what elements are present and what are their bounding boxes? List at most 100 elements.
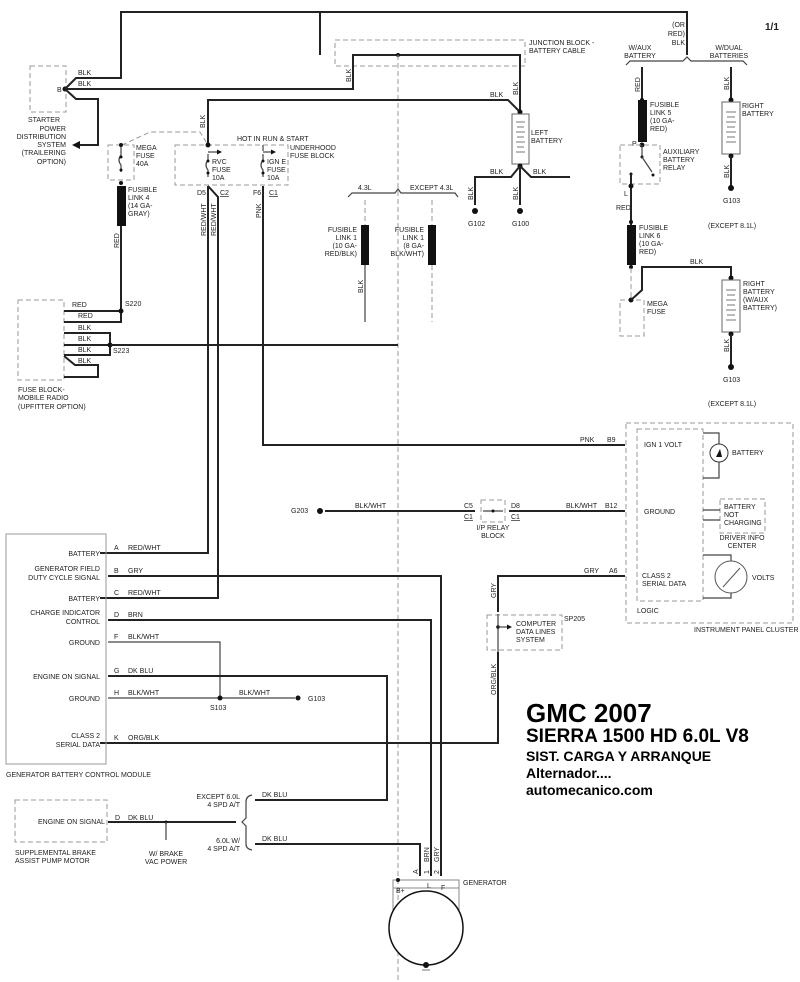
svg-text:BATTERY CABLE: BATTERY CABLE bbox=[529, 48, 586, 55]
gauge-needle bbox=[722, 567, 741, 588]
hot-in-run-label: HOT IN RUN & START bbox=[237, 136, 309, 143]
mega-fuse-40a-label: MEGA FUSE 40A bbox=[136, 145, 157, 168]
wire-label: BLK bbox=[724, 338, 731, 352]
gen-pin-1: 1 bbox=[424, 870, 431, 874]
fusible-link-5-label: FUSIBLE LINK 5 (10 GA- RED) bbox=[650, 102, 680, 133]
generator-bplus: B+ bbox=[396, 888, 405, 895]
ground-icon bbox=[728, 185, 734, 191]
terminal bbox=[119, 168, 123, 172]
starter-pin-b: B bbox=[57, 87, 62, 94]
svg-text:BATTERY: BATTERY bbox=[663, 157, 695, 164]
wire-label: RED/WHT bbox=[128, 590, 161, 597]
fusible-link-1-43 bbox=[361, 225, 369, 265]
wire-label: PNK bbox=[256, 203, 263, 218]
led-icon bbox=[716, 449, 722, 457]
wire-redwht-c bbox=[100, 185, 219, 599]
brake-pump-pin-d: D bbox=[115, 815, 120, 822]
option-bracket bbox=[625, 56, 748, 66]
wire-label: RED/WHT bbox=[211, 203, 218, 236]
wire-label: RED bbox=[114, 233, 121, 248]
terminal bbox=[728, 97, 734, 103]
mega-fuse bbox=[619, 299, 645, 337]
underhood-fuse-block-label: UNDERHOOD FUSE BLOCK bbox=[290, 145, 336, 160]
wire-label: BLK/WHT bbox=[566, 503, 598, 510]
mega-fuse-label: MEGA FUSE bbox=[647, 301, 668, 316]
wire-label: BLK bbox=[468, 186, 475, 200]
svg-text:FUSE: FUSE bbox=[267, 167, 286, 174]
svg-text:RED): RED) bbox=[668, 31, 685, 38]
battery-plates bbox=[726, 289, 736, 321]
svg-text:FUSE: FUSE bbox=[136, 153, 155, 160]
terminal bbox=[261, 171, 265, 175]
svg-text:SERIAL DATA: SERIAL DATA bbox=[642, 581, 687, 588]
svg-text:BATTERY: BATTERY bbox=[742, 111, 774, 118]
svg-text:(W/AUX: (W/AUX bbox=[743, 297, 769, 304]
svg-text:4 SPD A/T: 4 SPD A/T bbox=[207, 846, 240, 853]
ipc-logic bbox=[636, 428, 704, 602]
svg-text:(14 GA-: (14 GA- bbox=[128, 203, 153, 210]
gbcm-pin-label: GENERATOR FIELD bbox=[35, 566, 100, 573]
except-81l-label: (EXCEPT 8.1L) bbox=[708, 401, 756, 408]
ground-icon bbox=[728, 364, 734, 370]
wire-label: BLK bbox=[513, 186, 520, 200]
svg-text:FUSE BLOCK-: FUSE BLOCK- bbox=[18, 387, 65, 394]
wire-label: BLK/WHT bbox=[239, 690, 271, 697]
title-system: SIST. CARGA Y ARRANQUE bbox=[526, 748, 712, 765]
svg-text:10A: 10A bbox=[267, 175, 280, 182]
svg-text:BLK/WHT): BLK/WHT) bbox=[391, 251, 424, 258]
svg-text:FUSIBLE: FUSIBLE bbox=[328, 227, 358, 234]
gbcm-pin-label: DUTY CYCLE SIGNAL bbox=[28, 575, 100, 582]
wire-label: BLK bbox=[533, 169, 547, 176]
page-number: 1/1 bbox=[765, 22, 779, 33]
svg-text:BATTERY: BATTERY bbox=[531, 138, 563, 145]
svg-text:W/DUAL: W/DUAL bbox=[715, 45, 742, 52]
svg-text:LINK 5: LINK 5 bbox=[650, 110, 672, 117]
junction-block bbox=[334, 39, 526, 67]
terminal bbox=[629, 220, 633, 224]
wire-label: DK BLU bbox=[128, 815, 153, 822]
svg-text:BATTERY: BATTERY bbox=[624, 53, 656, 60]
wire-label: RED/WHT bbox=[201, 203, 208, 236]
gbcm-pin-label: SERIAL DATA bbox=[56, 742, 101, 749]
svg-text:BATTERIES: BATTERIES bbox=[710, 53, 749, 60]
gbcm-pin-label: CONTROL bbox=[66, 619, 100, 626]
wire-or-red-blk bbox=[319, 11, 688, 55]
gbcm-pin-label: BATTERY bbox=[68, 596, 100, 603]
right-battery-aux-icon bbox=[721, 279, 741, 333]
wire-blk-g102 bbox=[474, 165, 521, 205]
svg-text:LEFT: LEFT bbox=[531, 130, 549, 137]
fuse-block-bracket bbox=[121, 131, 209, 146]
svg-text:ASSIST PUMP MOTOR: ASSIST PUMP MOTOR bbox=[15, 858, 90, 865]
right-battery-aux-label: RIGHT BATTERY (W/AUX BATTERY) bbox=[743, 281, 777, 312]
wire-label: BLK bbox=[346, 68, 353, 82]
gbcm-pin-letter: H bbox=[114, 690, 119, 697]
ground-g103: G103 bbox=[308, 696, 325, 703]
svg-text:SUPPLEMENTAL BRAKE: SUPPLEMENTAL BRAKE bbox=[15, 850, 96, 857]
computer-data-lines-system bbox=[486, 614, 563, 651]
svg-text:OPTION): OPTION) bbox=[37, 159, 66, 166]
option-43l: 4.3L bbox=[358, 185, 372, 192]
svg-text:GRAY): GRAY) bbox=[128, 211, 150, 218]
wire-label: BLK/WHT bbox=[355, 503, 387, 510]
wire-blk-right-batt-aux bbox=[630, 266, 732, 301]
svg-text:DRIVER INFO: DRIVER INFO bbox=[719, 535, 765, 542]
computer-data-lines-label: COMPUTER DATA LINES SYSTEM bbox=[516, 621, 556, 644]
fusible-link-5 bbox=[638, 100, 647, 142]
splice-label: S223 bbox=[113, 348, 129, 355]
wire-label: BLK bbox=[724, 76, 731, 90]
starter-label: STARTER bbox=[28, 117, 60, 124]
svg-text:(8 GA-: (8 GA- bbox=[403, 243, 424, 250]
wire bbox=[703, 432, 720, 444]
connector-b9: B9 bbox=[607, 437, 616, 444]
wire-label: ORG/BLK bbox=[128, 735, 159, 742]
opt-except-60l: EXCEPT 6.0L 4 SPD A/T bbox=[197, 794, 241, 809]
wire-label: GRY bbox=[128, 568, 143, 575]
wire-label: BLK/WHT bbox=[128, 690, 160, 697]
svg-text:UNDERHOOD: UNDERHOOD bbox=[290, 145, 336, 152]
splice-label: S103 bbox=[210, 705, 226, 712]
wire bbox=[703, 554, 732, 561]
wire-label: PNK bbox=[580, 437, 595, 444]
splice-label: S220 bbox=[125, 301, 141, 308]
opt-60l-w: 6.0L W/ 4 SPD A/T bbox=[207, 838, 240, 853]
svg-text:(10 GA-: (10 GA- bbox=[639, 241, 664, 248]
